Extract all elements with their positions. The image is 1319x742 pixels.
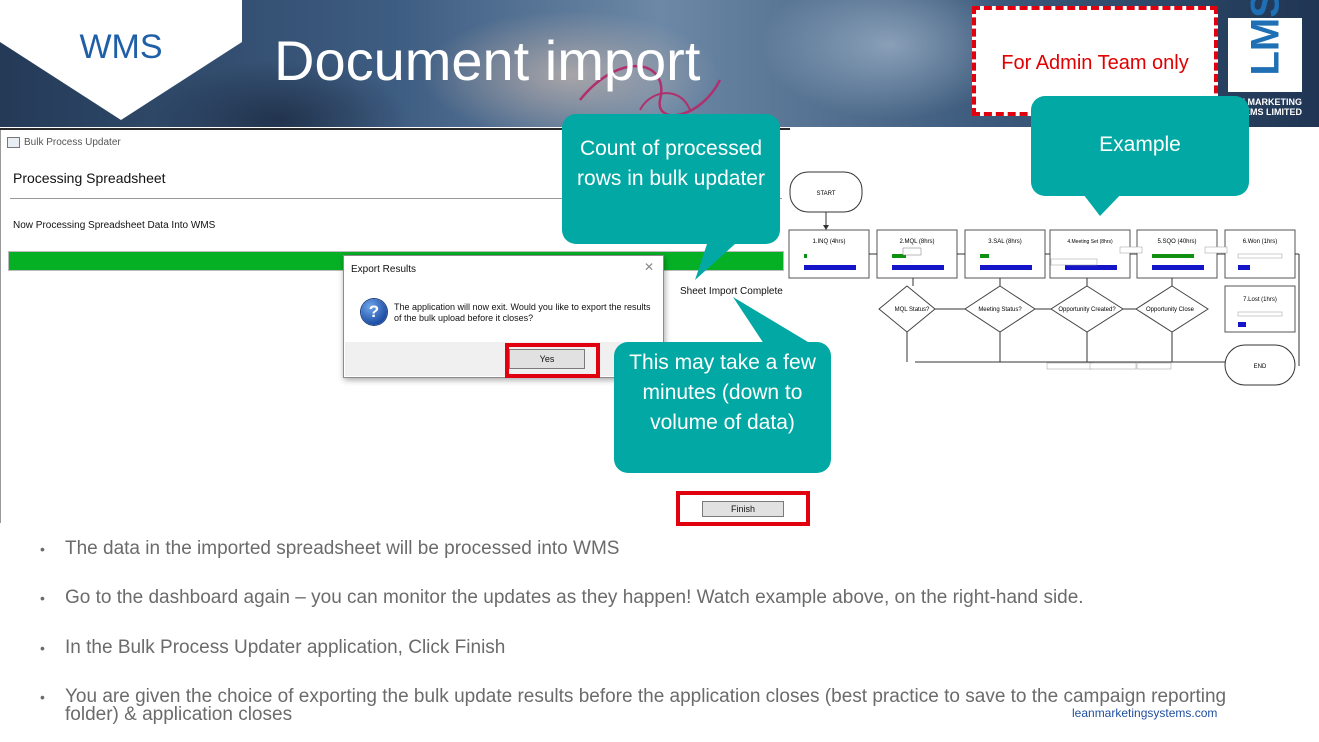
- dialog-title: Export Results: [351, 264, 417, 275]
- bullet-marker: •: [40, 689, 45, 705]
- wms-label: WMS: [79, 28, 163, 66]
- banner-swirl-decoration: [579, 64, 722, 117]
- decision-label: Opportunity Created?: [1058, 307, 1116, 313]
- decision-node: Opportunity Close: [1135, 285, 1209, 333]
- yes-button-highlight: [505, 343, 600, 378]
- processing-status-text: Now Processing Spreadsheet Data Into WMS: [13, 220, 216, 231]
- stage-label: 1.INQ (4hrs): [812, 239, 845, 245]
- export-results-dialog: Export Results ✕ ? The application will …: [343, 255, 664, 378]
- page-title: Document import: [274, 29, 701, 92]
- website-url[interactable]: leanmarketingsystems.com: [1072, 706, 1218, 720]
- app-window-icon: [7, 137, 20, 148]
- decision-node: Opportunity Created?: [1050, 285, 1124, 333]
- end-node: [1224, 344, 1296, 386]
- logo-company-line: N MARKETING: [1238, 97, 1303, 107]
- stage-label: 4.Meeting Set (8hrs): [1067, 239, 1113, 245]
- stage-box: 2.MQL (8hrs): [876, 229, 958, 279]
- bullet-text: The data in the imported spreadsheet wil…: [65, 538, 620, 559]
- callout-example: Example: [1031, 96, 1249, 196]
- callout-processed-rows: Count of processed rows in bulk updater: [562, 114, 780, 244]
- stage-box: 5.SQO (40hrs): [1136, 229, 1218, 279]
- bullet-marker: •: [40, 541, 45, 557]
- close-icon[interactable]: ✕: [644, 260, 655, 274]
- finish-button-highlight: [676, 491, 810, 526]
- bullet-marker: •: [40, 590, 45, 606]
- divider: [10, 198, 782, 199]
- process-flow-diagram: START 1.INQ (4hrs) 2.MQL (8hrs) 3.SAL (8…: [788, 171, 1300, 386]
- bullet-text: In the Bulk Process Updater application,…: [65, 637, 506, 658]
- section-heading: Processing Spreadsheet: [13, 170, 166, 186]
- stage-box: 3.SAL (8hrs): [964, 229, 1046, 279]
- stage-label: 2.MQL (8hrs): [899, 239, 934, 245]
- decision-label: Meeting Status?: [978, 307, 1022, 313]
- callout-pointer: [695, 235, 745, 280]
- end-label: END: [1254, 364, 1267, 370]
- stage-label: 7.Lost (1hrs): [1243, 297, 1277, 303]
- decision-node: MQL Status?: [878, 285, 936, 333]
- stage-box: 4.Meeting Set (8hrs): [1049, 229, 1131, 279]
- callout-processing-time: This may take a few minutes (down to vol…: [614, 342, 831, 473]
- finish-button[interactable]: Finish: [702, 501, 784, 517]
- bullet-text: You are given the choice of exporting th…: [65, 686, 1227, 725]
- decision-label: MQL Status?: [895, 307, 930, 313]
- stage-box: 7.Lost (1hrs): [1224, 285, 1296, 333]
- bullet-text: Go to the dashboard again – you can moni…: [65, 587, 1084, 608]
- stage-box: 6.Won (1hrs): [1224, 229, 1296, 279]
- window-border: [0, 128, 790, 130]
- banner-highlight: [420, 10, 720, 127]
- lms-logo-text: LMS: [1243, 0, 1288, 76]
- stage-box: 1.INQ (4hrs): [788, 229, 870, 279]
- window-title: Bulk Process Updater: [24, 137, 121, 148]
- admin-only-text: For Admin Team only: [1001, 52, 1189, 74]
- dialog-footer: [345, 342, 662, 376]
- stage-label: 3.SAL (8hrs): [988, 239, 1021, 245]
- wms-tab: [0, 0, 242, 120]
- stage-label: 6.Won (1hrs): [1243, 239, 1278, 245]
- bullet-marker: •: [40, 640, 45, 656]
- start-label: START: [816, 191, 835, 197]
- import-complete-text: Sheet Import Complete: [680, 286, 783, 297]
- logo-company-name: N MARKETING TEMS LIMITED: [1236, 97, 1303, 117]
- callout-pointer: [1080, 190, 1125, 216]
- decision-node: Meeting Status?: [964, 285, 1036, 333]
- logo-company-line: TEMS LIMITED: [1238, 107, 1303, 117]
- question-icon: ?: [361, 299, 387, 325]
- yes-button[interactable]: Yes: [509, 349, 585, 369]
- callout-pointer: [733, 297, 813, 350]
- decision-label: Opportunity Close: [1146, 307, 1195, 313]
- lms-logo: LMS: [1228, 0, 1302, 92]
- dialog-message: The application will now exit. Would you…: [394, 302, 651, 323]
- stage-label: 5.SQO (40hrs): [1157, 239, 1196, 245]
